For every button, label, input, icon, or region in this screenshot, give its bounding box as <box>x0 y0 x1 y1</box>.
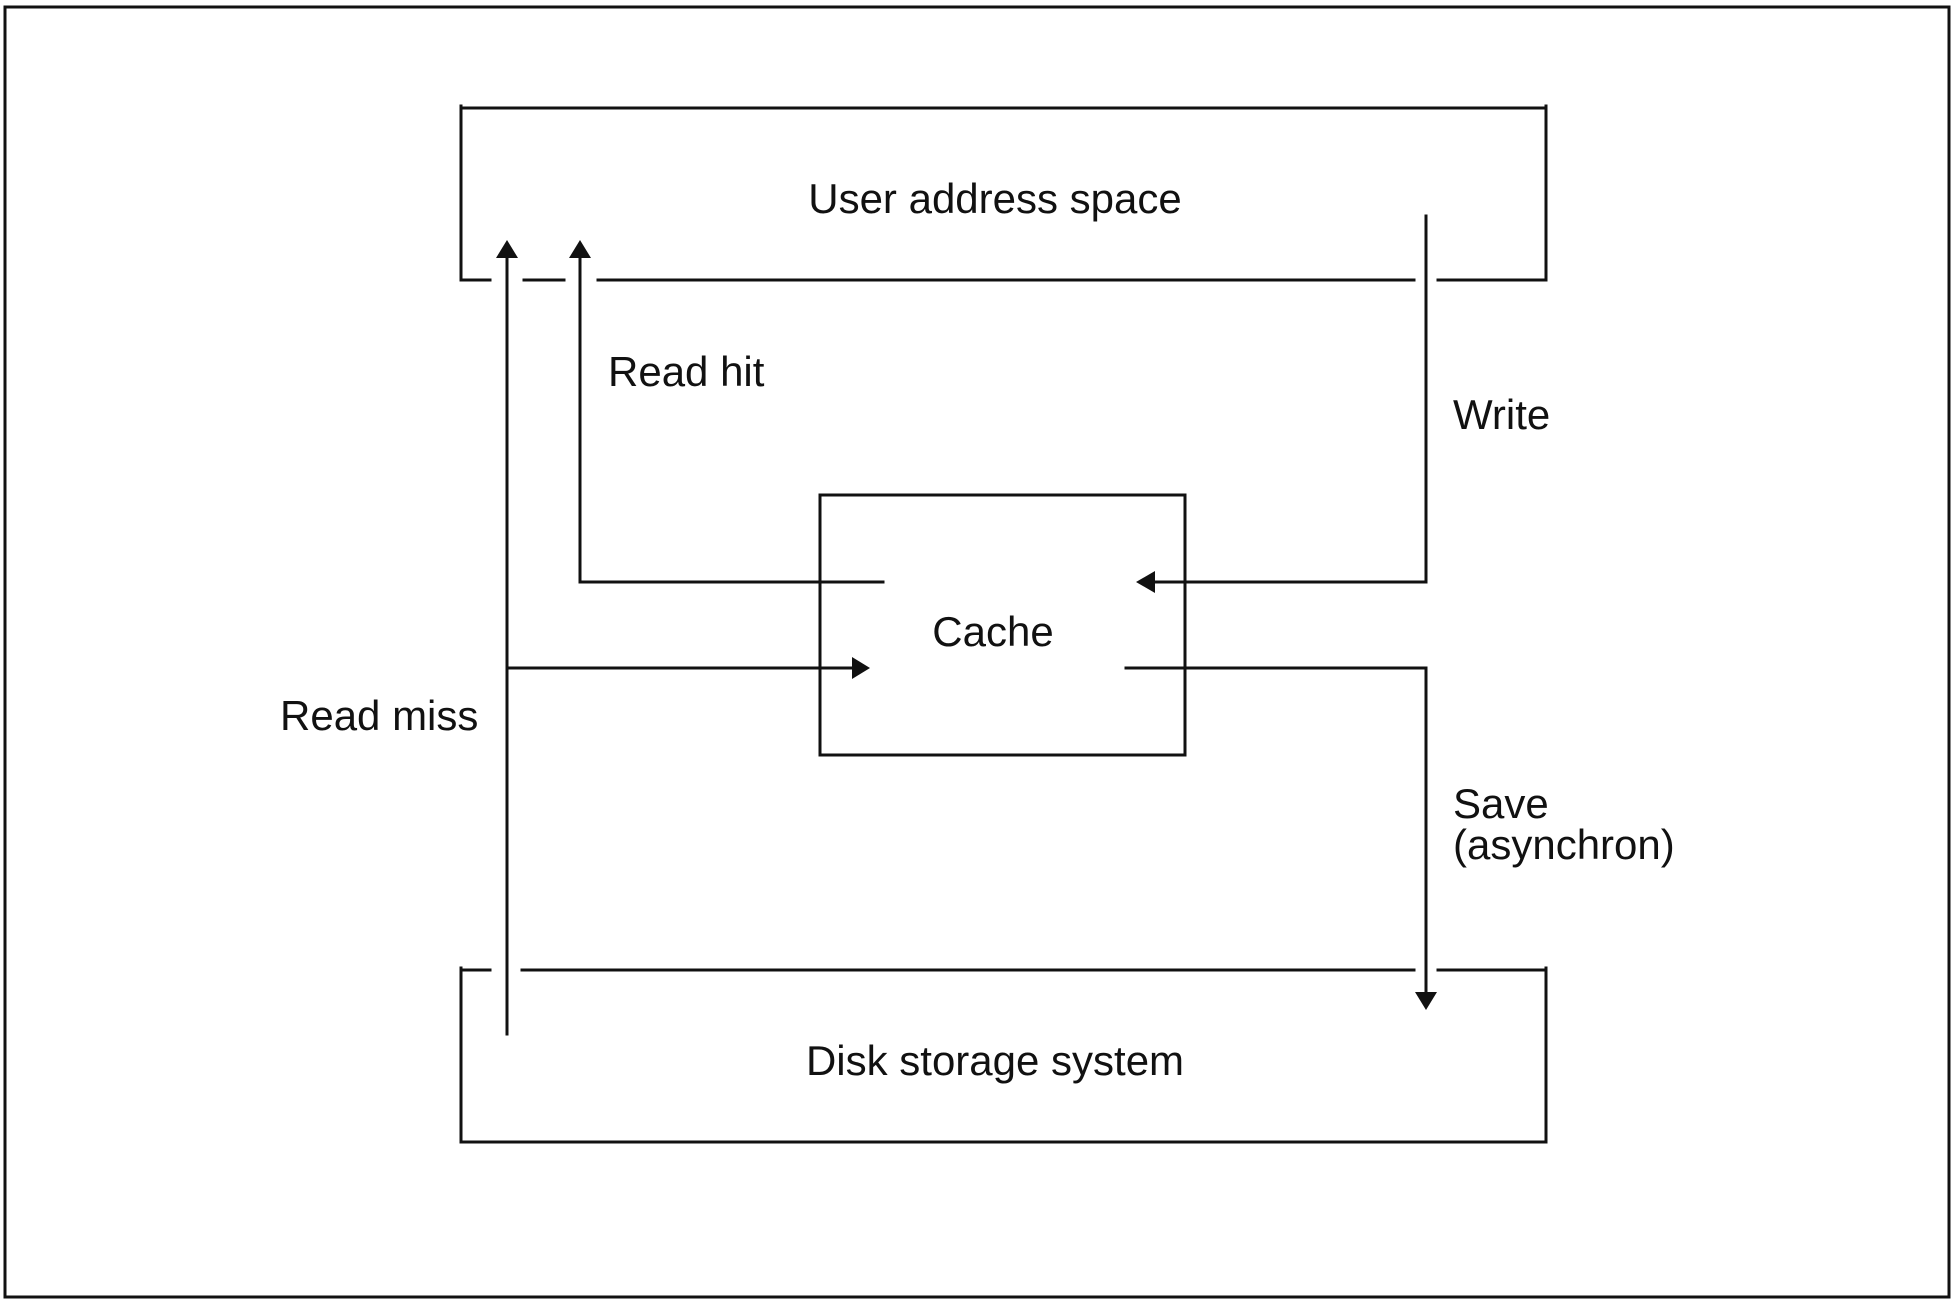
disk-storage-system-label: Disk storage system <box>806 1037 1184 1084</box>
cache-label: Cache <box>932 608 1053 655</box>
outer-frame <box>3 5 1951 1299</box>
read-hit-arrow <box>569 240 885 584</box>
read-miss-arrow <box>496 240 870 1036</box>
write-arrow <box>1136 214 1428 593</box>
save-asynchron-label: (asynchron) <box>1453 821 1675 868</box>
read-miss-label: Read miss <box>280 692 478 739</box>
user-address-space-label: User address space <box>808 175 1182 222</box>
save-arrow <box>1124 666 1437 1010</box>
read-hit-label: Read hit <box>608 348 765 395</box>
user-address-space-box: User address space <box>459 104 1548 282</box>
cache-box: Cache <box>818 493 1187 757</box>
disk-storage-system-box: Disk storage system <box>459 966 1548 1144</box>
save-label: Save <box>1453 780 1549 827</box>
write-label: Write <box>1453 391 1550 438</box>
